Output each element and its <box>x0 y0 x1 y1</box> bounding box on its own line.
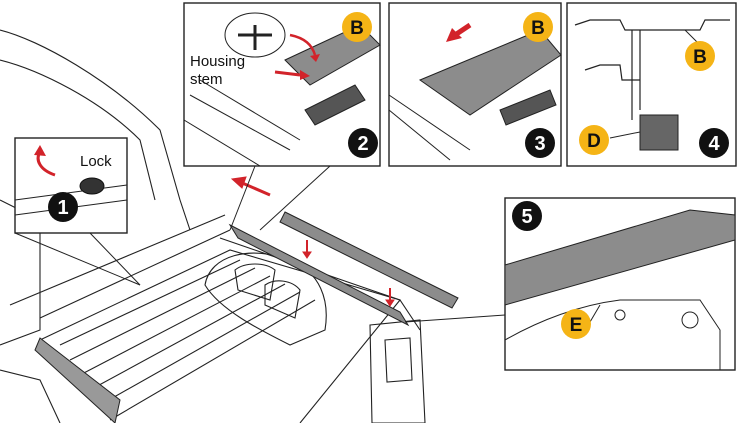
rail-being-placed <box>279 211 459 309</box>
step-number-5: 5 <box>521 206 532 228</box>
part-letter-b-2: B <box>350 18 364 39</box>
part-badge-d <box>579 125 609 155</box>
bolt-large <box>681 311 699 329</box>
truck-lower-left <box>0 369 61 423</box>
callout-3-brush <box>499 89 557 126</box>
part-badge-b-4 <box>685 41 715 71</box>
step-number-4: 4 <box>708 133 720 155</box>
stem-detail-shape <box>238 25 272 50</box>
step-number-1: 1 <box>57 197 68 219</box>
part-letter-b-3: B <box>531 18 545 39</box>
part-badge-e <box>561 309 591 339</box>
down-arrow-2-head <box>385 299 395 307</box>
callout-2-push-arrow-head <box>300 70 310 80</box>
callout-1-frame <box>14 137 128 234</box>
d-leader <box>609 131 641 139</box>
down-arrow-1-head <box>302 251 312 259</box>
callout-3-slide-arrow-head <box>446 28 462 42</box>
callout-2-frame-lines <box>183 79 301 167</box>
slide-arrow-head <box>230 176 247 189</box>
profile-part-d <box>639 114 679 151</box>
step-badge-1 <box>48 192 78 222</box>
lock-rotate-arrow-head <box>34 145 46 156</box>
rail-profile-stem <box>631 30 641 120</box>
tailgate <box>369 319 426 423</box>
callout-3-rail <box>418 29 562 116</box>
rail-profile-top <box>574 19 730 31</box>
left-bed-rail-top <box>9 214 226 306</box>
step-number-2: 2 <box>357 133 368 155</box>
housing-stem-label: Housing stem <box>190 53 249 88</box>
bed-rib <box>69 267 256 361</box>
lock-label: Lock <box>80 153 112 170</box>
callout-3-frame-lines <box>388 94 471 161</box>
callout-5-rail <box>504 209 736 306</box>
callout-1-lock: Lock <box>14 137 128 234</box>
part-letter-d: D <box>587 131 601 152</box>
cab-window-line <box>0 59 156 201</box>
bed-rib <box>109 299 316 421</box>
e-leader <box>589 304 601 323</box>
part-badge-b-2 <box>342 12 372 42</box>
callout-3-slide-arrow <box>453 22 472 38</box>
callout-1-rail-line <box>14 184 128 201</box>
step-badge-4 <box>699 128 729 158</box>
part-badge-b-3 <box>523 12 553 42</box>
tailgate-handle <box>384 337 413 383</box>
leader-1b <box>14 232 141 286</box>
callout-2-push-arrow <box>274 70 301 77</box>
side-rail-left <box>34 337 121 423</box>
part-badges: B B B D E <box>342 12 715 339</box>
wheel-well <box>204 252 327 346</box>
rail-profile-clamp <box>584 64 640 81</box>
slide-arrow <box>239 180 271 197</box>
bed-rib <box>79 275 271 376</box>
leader-5 <box>404 314 506 323</box>
wheel-well-rib-2 <box>264 280 301 319</box>
cab-outline <box>0 29 191 231</box>
step-badges: 1 2 3 4 5 <box>48 128 729 231</box>
callout-leaders <box>14 165 506 323</box>
step-badge-5 <box>512 201 542 231</box>
step-badge-3 <box>525 128 555 158</box>
direction-arrows <box>230 176 395 307</box>
callout-2-curve-arrow <box>289 33 317 56</box>
left-bed-rail <box>39 229 231 319</box>
part-letter-b-4: B <box>693 47 707 68</box>
bed-rib <box>89 283 286 391</box>
callout-5-detail <box>504 197 736 371</box>
bed-rib <box>99 291 301 406</box>
leader-2b <box>259 165 331 231</box>
callout-2-brush <box>304 84 366 126</box>
leader-1 <box>89 232 141 286</box>
step-number-3: 3 <box>534 133 545 155</box>
wheel-well-rib-1 <box>234 263 276 301</box>
front-rail-installed <box>228 223 410 327</box>
bed-rib <box>59 259 241 346</box>
bolt <box>614 309 626 321</box>
part-letter-e: E <box>570 315 583 336</box>
lock-knob[interactable] <box>79 177 105 195</box>
leader-2 <box>229 165 256 231</box>
step-badge-2 <box>348 128 378 158</box>
callout-2-curve-arrow-head <box>310 54 320 62</box>
